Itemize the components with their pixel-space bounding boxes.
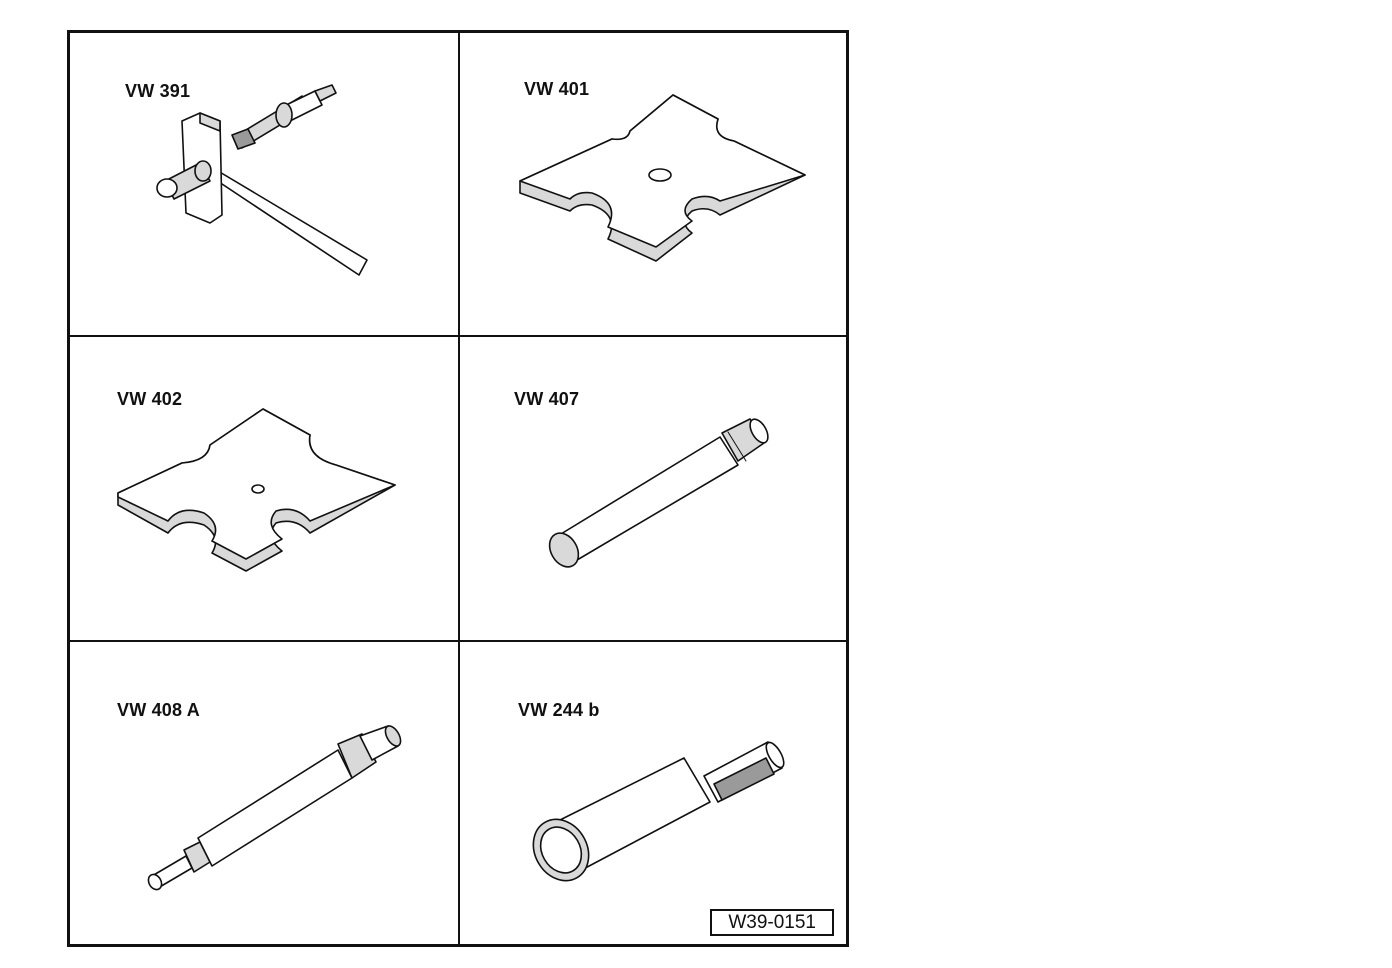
row-divider-1: [70, 335, 846, 337]
vw-244-b-drift-drawing: [532, 741, 785, 882]
vw-407-drift-drawing: [548, 418, 769, 568]
vw-401-plate-drawing: [519, 94, 806, 262]
tool-label: VW 402: [117, 389, 183, 409]
tool-label: VW 391: [125, 81, 191, 101]
row-divider-2: [70, 640, 846, 642]
cell-vw-391: VW 391: [70, 33, 458, 335]
cell-vw-402: VW 402: [70, 337, 458, 640]
tool-sheet: VW 391 VW 401: [67, 30, 849, 947]
figure-reference-code: W39-0151: [710, 909, 834, 936]
tool-label: VW 407: [514, 389, 580, 409]
tool-label: VW 408 A: [117, 700, 200, 720]
tool-label: VW 401: [524, 79, 590, 99]
vw-391-tool-drawing: [156, 84, 368, 276]
cell-vw-244-b: VW 244 b W39-0151: [460, 642, 846, 944]
cell-vw-407: VW 407: [460, 337, 846, 640]
cell-vw-408-a: VW 408 A: [70, 642, 458, 944]
vertical-divider: [458, 33, 460, 944]
cell-vw-401: VW 401: [460, 33, 846, 335]
tool-label: VW 244 b: [518, 700, 600, 720]
vw-408-a-drift-drawing: [147, 725, 402, 891]
vw-402-plate-drawing: [117, 408, 396, 572]
